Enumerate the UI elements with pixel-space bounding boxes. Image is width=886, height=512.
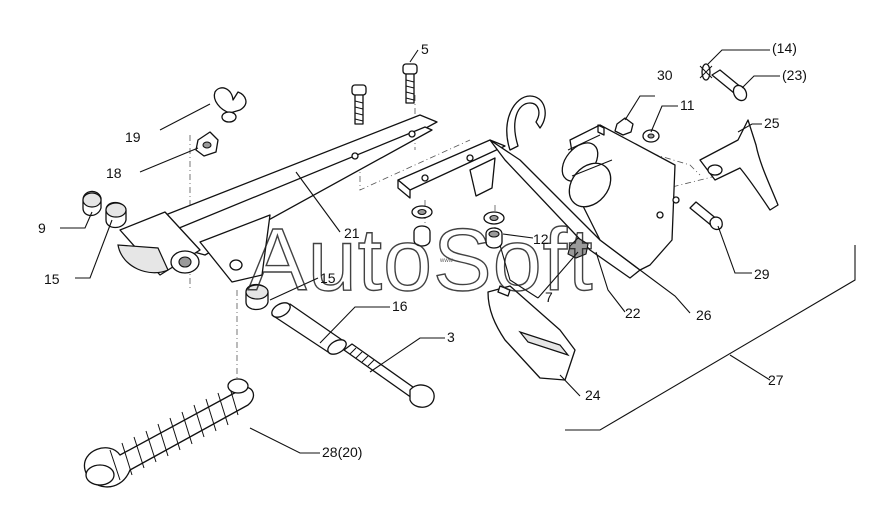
- label-24: 24: [585, 387, 601, 403]
- part-21-lever-arm: [117, 114, 438, 283]
- label-29: 29: [754, 266, 770, 282]
- part-28-spring: [83, 378, 255, 488]
- part-7-nut: [567, 237, 589, 259]
- part-15-bushing-left: [105, 201, 127, 229]
- label-5: 5: [421, 41, 429, 57]
- part-30-nut: [614, 117, 634, 136]
- part-11-washer: [642, 129, 660, 143]
- part-22-bracket: [397, 95, 641, 279]
- washer-left: [411, 205, 433, 247]
- label-19: 19: [125, 129, 141, 145]
- label-27: 27: [768, 372, 784, 388]
- part-3-long-bolt: [343, 343, 435, 408]
- autosoft-watermark: AutoSoft www: [247, 209, 594, 309]
- part-24-cover: [487, 285, 576, 381]
- part-labels: 5 (14) (23) 30 11 25 19 18 9 15 21 12 15…: [38, 40, 807, 460]
- label-7: 7: [545, 289, 553, 305]
- part-15-bushing-lower: [245, 283, 269, 311]
- part-26-housing: [561, 124, 680, 271]
- part-5-bolt: [402, 63, 418, 104]
- label-18: 18: [106, 165, 122, 181]
- part-19-wing-nut: [213, 87, 247, 123]
- part-18-nut: [195, 131, 219, 157]
- label-15-left: 15: [44, 271, 60, 287]
- watermark-small-text: www: [439, 258, 454, 264]
- label-25: 25: [764, 115, 780, 131]
- label-21: 21: [344, 225, 360, 241]
- label-22: 22: [625, 305, 641, 321]
- watermark-text: AutoSoft: [248, 210, 594, 309]
- label-3: 3: [447, 329, 455, 345]
- label-26: 26: [696, 307, 712, 323]
- part-25-latch: [699, 119, 779, 211]
- part-29-screw: [689, 201, 723, 231]
- label-11: 11: [680, 97, 695, 113]
- label-28-20: 28(20): [322, 444, 362, 460]
- label-14: (14): [772, 40, 797, 56]
- leader-lines: [60, 49, 780, 454]
- label-9: 9: [38, 220, 46, 236]
- label-16: 16: [392, 298, 408, 314]
- part-12-washer: [483, 211, 505, 249]
- label-23: (23): [782, 67, 807, 83]
- part-16-sleeve: [271, 302, 347, 355]
- label-12: 12: [533, 231, 549, 247]
- stud-bolt: [351, 84, 367, 125]
- label-30: 30: [657, 67, 673, 83]
- part-9-nut: [82, 190, 102, 217]
- label-15-lower: 15: [320, 270, 336, 286]
- part-27-group-bracket: [565, 245, 856, 431]
- part-14-clip: [699, 63, 713, 81]
